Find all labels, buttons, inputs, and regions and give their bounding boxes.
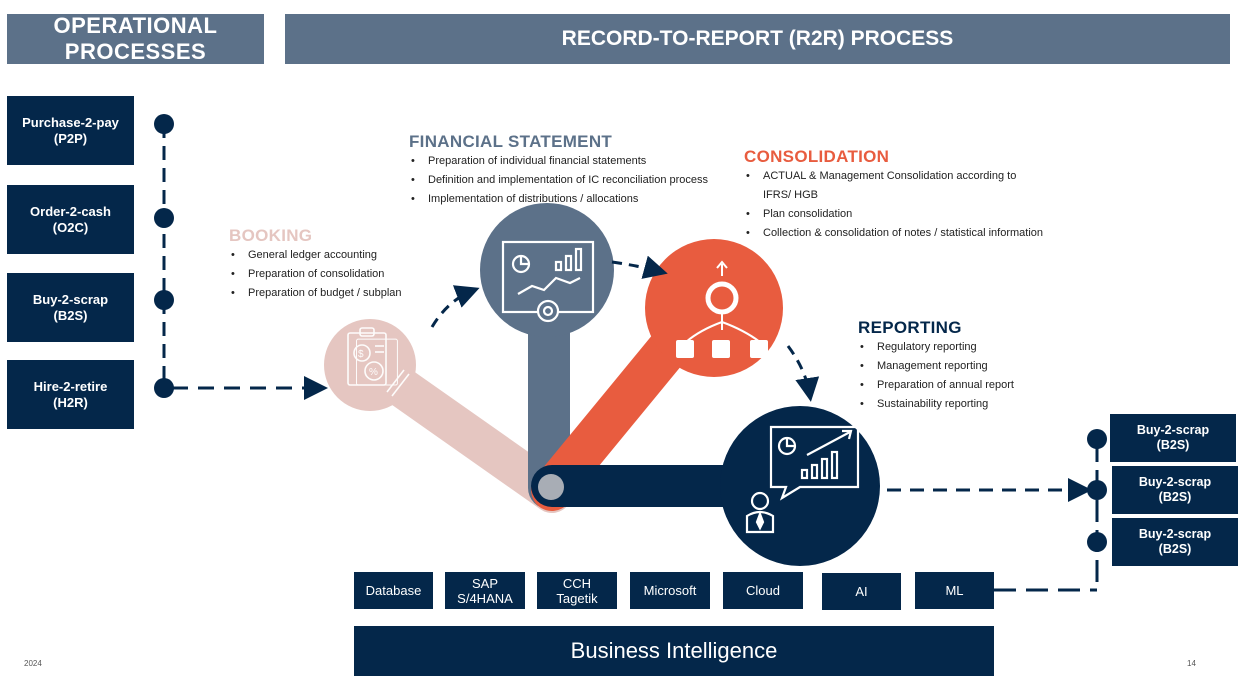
tech-box-ml[interactable]: ML xyxy=(915,572,994,609)
tech-box-cloud[interactable]: Cloud xyxy=(723,572,803,609)
clipboard-money-percent-icon: $ % xyxy=(347,327,410,397)
list-item: Management reporting xyxy=(858,357,1014,376)
operational-processes-header: OPERATIONAL PROCESSES xyxy=(7,13,264,64)
tech-box-microsoft[interactable]: Microsoft xyxy=(630,572,710,609)
reporting-section: REPORTING Regulatory reporting Managemen… xyxy=(858,318,1014,414)
dashboard-chart-gear-icon xyxy=(501,240,595,323)
list-item: Preparation of budget / subplan xyxy=(229,284,402,303)
list-item: Definition and implementation of IC reco… xyxy=(409,171,708,190)
connector-dot-h2r xyxy=(154,378,174,398)
consolidation-title: CONSOLIDATION xyxy=(744,147,890,166)
output-box-2[interactable]: Buy-2-scrap (B2S) xyxy=(1112,466,1238,514)
output-dot-3 xyxy=(1087,532,1107,552)
footer-year: 2024 xyxy=(24,659,42,668)
gear-hierarchy-icon xyxy=(676,260,768,358)
booking-circle xyxy=(324,319,416,411)
list-item: Regulatory reporting xyxy=(858,338,1014,357)
consolidation-to-reporting-arrow xyxy=(786,345,820,402)
process-box-h2r[interactable]: Hire-2-retire (H2R) xyxy=(7,360,134,429)
booking-to-fs-arrow xyxy=(430,285,480,328)
tech-box-cch-tagetik[interactable]: CCH Tagetik xyxy=(537,572,617,609)
list-item: Sustainability reporting xyxy=(858,395,1014,414)
r2r-process-header: RECORD-TO-REPORT (R2R) PROCESS xyxy=(285,14,1230,64)
list-item: Preparation of consolidation xyxy=(229,265,402,284)
presenter-chart-icon xyxy=(745,425,860,534)
output-box-1[interactable]: Buy-2-scrap (B2S) xyxy=(1110,414,1236,462)
connector-dot-o2c xyxy=(154,208,174,228)
booking-list: General ledger accounting Preparation of… xyxy=(229,246,402,303)
tech-box-database[interactable]: Database xyxy=(354,572,433,609)
financial-statement-list: Preparation of individual financial stat… xyxy=(409,152,708,209)
list-item: Preparation of individual financial stat… xyxy=(409,152,708,171)
svg-text:%: % xyxy=(369,367,378,378)
tech-box-sap[interactable]: SAP S/4HANA xyxy=(445,572,525,609)
reporting-list: Regulatory reporting Management reportin… xyxy=(858,338,1014,414)
list-item: General ledger accounting xyxy=(229,246,402,265)
list-item: ACTUAL & Management Consolidation accord… xyxy=(744,167,1044,205)
list-item: Collection & consolidation of notes / st… xyxy=(744,224,1044,243)
output-box-3[interactable]: Buy-2-scrap (B2S) xyxy=(1112,518,1238,566)
consolidation-list: ACTUAL & Management Consolidation accord… xyxy=(744,167,1044,243)
financial-statement-circle xyxy=(480,203,614,337)
list-item: Plan consolidation xyxy=(744,205,1044,224)
process-box-p2p[interactable]: Purchase-2-pay (P2P) xyxy=(7,96,134,165)
output-dot-1 xyxy=(1087,429,1107,449)
hub-circle xyxy=(538,474,564,500)
reporting-title: REPORTING xyxy=(858,318,962,337)
process-box-b2s[interactable]: Buy-2-scrap (B2S) xyxy=(7,273,134,342)
connector-dot-p2p xyxy=(154,114,174,134)
booking-section: BOOKING General ledger accounting Prepar… xyxy=(229,226,402,303)
booking-title: BOOKING xyxy=(229,226,313,245)
financial-statement-section: FINANCIAL STATEMENT Preparation of indiv… xyxy=(409,132,708,209)
list-item: Preparation of annual report xyxy=(858,376,1014,395)
page-number: 14 xyxy=(1187,659,1196,668)
business-intelligence-bar[interactable]: Business Intelligence xyxy=(354,626,994,676)
consolidation-section: CONSOLIDATION ACTUAL & Management Consol… xyxy=(744,147,1044,243)
fs-to-consolidation-arrow xyxy=(611,255,668,279)
financial-statement-title: FINANCIAL STATEMENT xyxy=(409,132,613,151)
svg-text:$: $ xyxy=(358,349,364,360)
output-dot-2 xyxy=(1087,480,1107,500)
tech-box-ai[interactable]: AI xyxy=(822,573,901,610)
connector-dot-b2s xyxy=(154,290,174,310)
process-box-o2c[interactable]: Order-2-cash (O2C) xyxy=(7,185,134,254)
list-item: Implementation of distributions / alloca… xyxy=(409,190,708,209)
